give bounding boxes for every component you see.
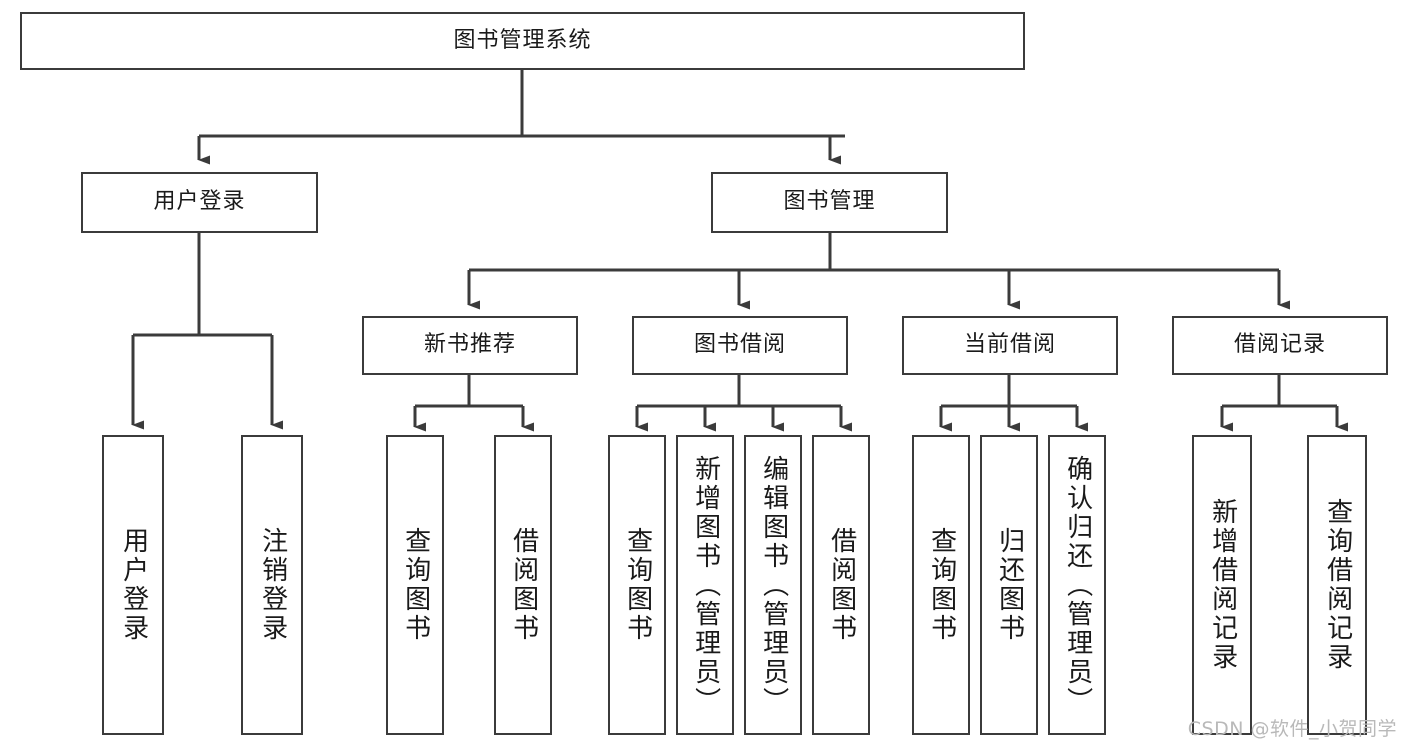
node-leaf-query-book-2-label: 查询图书 xyxy=(622,527,653,643)
node-leaf-query-book-2[interactable]: 查询图书 xyxy=(608,435,666,735)
node-leaf-query-book-1[interactable]: 查询图书 xyxy=(386,435,444,735)
node-root-label: 图书管理系统 xyxy=(453,27,592,53)
node-borrow-record[interactable]: 借阅记录 xyxy=(1172,316,1388,375)
node-leaf-user-login-label: 用户登录 xyxy=(118,527,149,643)
node-book-manage-label: 图书管理 xyxy=(783,189,876,215)
node-current-borrow[interactable]: 当前借阅 xyxy=(902,316,1118,375)
node-new-book-recommend[interactable]: 新书推荐 xyxy=(362,316,578,375)
node-leaf-user-logout-label: 注销登录 xyxy=(257,527,288,643)
node-leaf-user-login[interactable]: 用户登录 xyxy=(102,435,164,735)
node-root[interactable]: 图书管理系统 xyxy=(20,12,1025,70)
node-book-borrow-label: 图书借阅 xyxy=(693,332,786,358)
node-user-login-label: 用户登录 xyxy=(153,189,246,215)
node-leaf-confirm-return-label: 确认归还（管理员） xyxy=(1062,454,1093,716)
node-borrow-record-label: 借阅记录 xyxy=(1233,332,1326,358)
node-leaf-query-record-label: 查询借阅记录 xyxy=(1322,498,1353,672)
node-leaf-add-record-label: 新增借阅记录 xyxy=(1207,498,1238,672)
node-new-book-recommend-label: 新书推荐 xyxy=(423,332,516,358)
node-leaf-borrow-book-1-label: 借阅图书 xyxy=(508,527,539,643)
node-leaf-borrow-book-2[interactable]: 借阅图书 xyxy=(812,435,870,735)
node-current-borrow-label: 当前借阅 xyxy=(963,332,1056,358)
node-book-manage[interactable]: 图书管理 xyxy=(711,172,948,233)
node-leaf-add-book[interactable]: 新增图书（管理员） xyxy=(676,435,734,735)
watermark-text: CSDN @软件_小贺同学 xyxy=(1187,718,1397,740)
node-leaf-query-record[interactable]: 查询借阅记录 xyxy=(1307,435,1367,735)
node-leaf-borrow-book-2-label: 借阅图书 xyxy=(826,527,857,643)
node-leaf-confirm-return[interactable]: 确认归还（管理员） xyxy=(1048,435,1106,735)
node-leaf-query-book-3-label: 查询图书 xyxy=(926,527,957,643)
node-leaf-user-logout[interactable]: 注销登录 xyxy=(241,435,303,735)
node-leaf-query-book-1-label: 查询图书 xyxy=(400,527,431,643)
node-leaf-return-book[interactable]: 归还图书 xyxy=(980,435,1038,735)
node-leaf-borrow-book-1[interactable]: 借阅图书 xyxy=(494,435,552,735)
node-leaf-add-book-label: 新增图书（管理员） xyxy=(690,454,721,716)
node-leaf-edit-book-label: 编辑图书（管理员） xyxy=(758,454,789,716)
node-user-login[interactable]: 用户登录 xyxy=(81,172,318,233)
node-leaf-return-book-label: 归还图书 xyxy=(994,527,1025,643)
node-leaf-add-record[interactable]: 新增借阅记录 xyxy=(1192,435,1252,735)
node-book-borrow[interactable]: 图书借阅 xyxy=(632,316,848,375)
node-leaf-query-book-3[interactable]: 查询图书 xyxy=(912,435,970,735)
node-leaf-edit-book[interactable]: 编辑图书（管理员） xyxy=(744,435,802,735)
